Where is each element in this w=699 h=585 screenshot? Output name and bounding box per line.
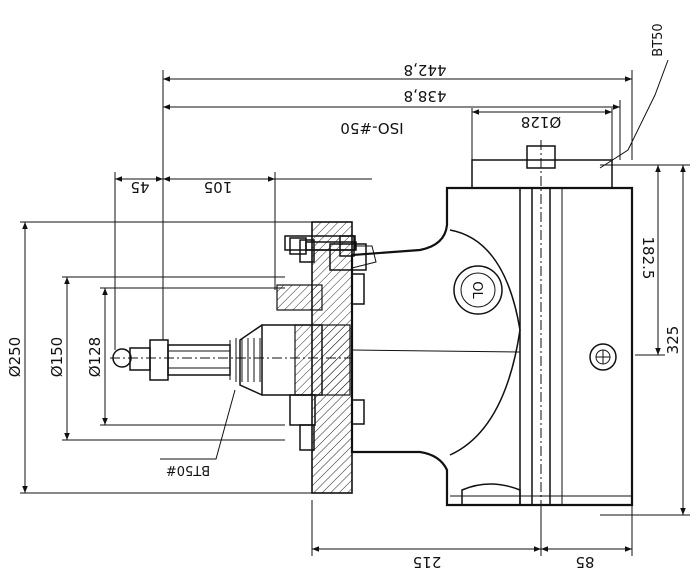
dimension-labels: 442,8 438,8 Ø128 ISO-#50 45 105 Ø250 Ø15… xyxy=(6,23,682,571)
dim-150: Ø150 xyxy=(48,337,66,377)
dim-438-8: 438,8 xyxy=(404,87,447,105)
spindle-nose xyxy=(110,284,352,396)
dim-85: 85 xyxy=(575,553,594,571)
bt50-label: BT50 xyxy=(651,23,666,56)
dimension-lines xyxy=(20,59,690,556)
dim-45: 45 xyxy=(130,178,149,196)
dim-182-5: 182.5 xyxy=(639,237,657,280)
iso-label: ISO-#50 xyxy=(340,119,403,137)
dim-128-left: Ø128 xyxy=(86,337,104,377)
gearbox-housing xyxy=(350,140,634,530)
bt150-label: BT50# xyxy=(166,462,210,477)
dim-250: Ø250 xyxy=(6,337,24,377)
oil-plug-label: OL xyxy=(469,281,484,299)
clamp-bolt xyxy=(289,235,377,269)
dim-215: 215 xyxy=(413,553,442,571)
dim-128-top: Ø128 xyxy=(521,113,561,131)
dim-442-8: 442,8 xyxy=(404,61,447,79)
dim-105: 105 xyxy=(204,178,233,196)
dim-325: 325 xyxy=(664,326,682,355)
